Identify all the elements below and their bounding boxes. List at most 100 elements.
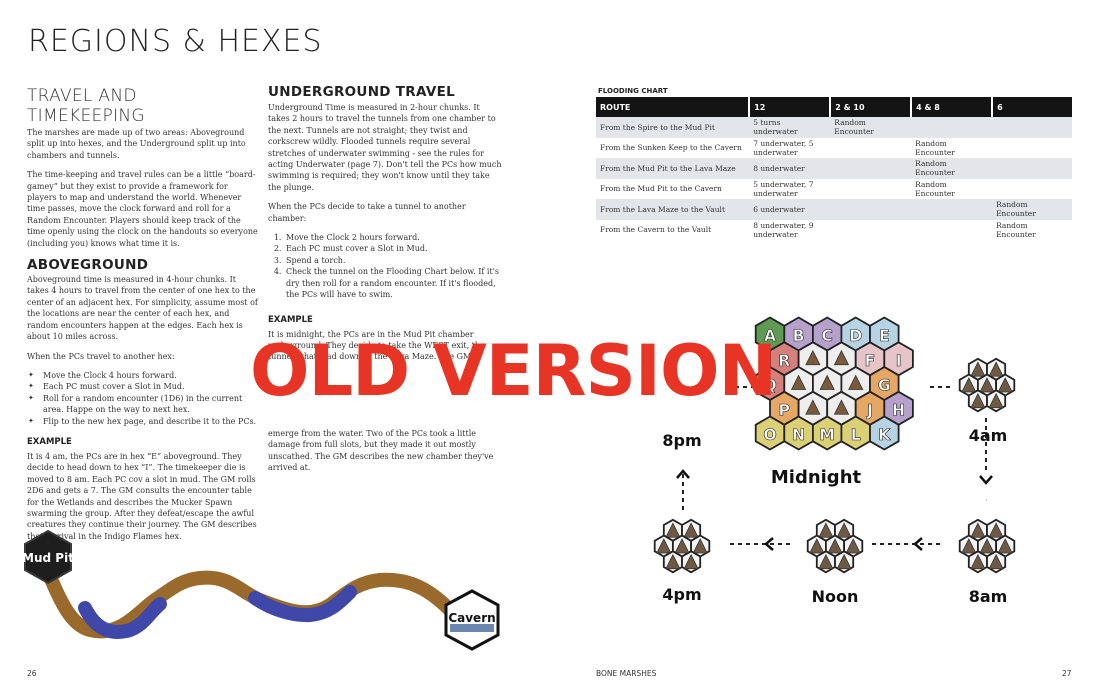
tunnel-path-dry	[38, 558, 457, 639]
chevron-left-icon	[913, 537, 923, 551]
cluster-4am	[958, 357, 1016, 413]
underground-example-paragraph-2: emerge from the water. Two of the PCs to…	[268, 429, 494, 473]
cell-4-8: Random Encounter	[915, 179, 955, 198]
cell-2-10	[830, 199, 912, 220]
travel-paragraph-1: The marshes are made up of two areas: Ab…	[27, 128, 246, 160]
page-number-left: 26	[27, 669, 37, 678]
cell-6	[992, 117, 1072, 138]
terrain-icon	[988, 553, 1004, 570]
cell-4-8: Random Encounter	[915, 138, 955, 157]
cell-route: From the Mud Pit to the Lava Maze	[596, 158, 750, 179]
cell-12: 7 underwater, 5 underwater	[753, 138, 814, 157]
list-item: Spend a torch.	[284, 255, 503, 266]
label-noon: Noon	[812, 587, 859, 605]
mud-pit-label: Mud Pit	[22, 551, 74, 565]
underground-list: Move the Clock 2 hours forward. Each PC …	[268, 232, 503, 300]
cell-2-10: Random Encounter	[830, 117, 912, 138]
flow-arrows	[682, 386, 987, 545]
flooding-chart-table: ROUTE 12 2 & 10 4 & 8 6 From the Spire t…	[596, 97, 1072, 240]
hex-letter: B	[793, 326, 805, 345]
hex-letter: D	[849, 326, 862, 345]
hex-letter: L	[851, 425, 861, 444]
chevron-up-icon	[676, 469, 690, 479]
mud-pit-node: Mud Pit	[22, 529, 74, 585]
terrain-icon	[683, 522, 699, 538]
column-header-6: 6	[992, 97, 1072, 117]
terrain-icon	[836, 553, 852, 570]
list-item: Flip to the new hex page, and describe i…	[28, 416, 259, 428]
terrain-icon	[997, 538, 1013, 554]
cluster-4pm	[653, 518, 711, 574]
list-item: Move the Clock 4 hours forward.	[28, 370, 259, 382]
hex-letter: H	[892, 400, 905, 419]
hex-letter: F	[865, 351, 876, 370]
cell-12: 5 underwater, 7 underwater	[753, 179, 814, 198]
aboveground-heading: ABOVEGROUND	[27, 257, 149, 274]
column-header-route: ROUTE	[596, 97, 751, 117]
label-midnight: Midnight	[771, 467, 862, 488]
terrain-icon	[683, 553, 699, 570]
tunnel-path-flooded	[248, 585, 357, 623]
aboveground-paragraph-1: Aboveground time is measured in 4-hour c…	[27, 275, 258, 342]
table-row: From the Mud Pit to the Lava Maze 8 unde…	[596, 158, 1072, 179]
cavern-label: Cavern	[448, 611, 495, 625]
cell-route: From the Lava Maze to the Vault	[596, 199, 750, 220]
cell-6	[992, 138, 1072, 159]
hex-letter: G	[878, 376, 891, 395]
terrain-icon	[988, 522, 1004, 538]
label-4pm: 4pm	[662, 585, 701, 604]
column-header-2-10: 2 & 10	[830, 97, 913, 117]
terrain-icon	[997, 377, 1013, 393]
cell-2-10	[830, 138, 911, 159]
cell-2-10	[830, 158, 912, 179]
cluster-noon	[806, 518, 864, 574]
hex-letter: M	[819, 425, 835, 444]
terrain-icon	[665, 522, 681, 538]
cell-4-8	[911, 117, 993, 138]
terrain-icon	[809, 538, 825, 554]
terrain-icon	[819, 374, 835, 390]
terrain-icon	[970, 392, 986, 409]
hex-letter: Q	[763, 376, 776, 395]
travel-heading: TRAVEL AND TIMEKEEPING	[27, 86, 145, 126]
tunnel-path-flooded	[78, 597, 167, 639]
terrain-icon	[979, 377, 995, 393]
underground-heading: UNDERGROUND TRAVEL	[268, 84, 456, 100]
tunnel-map: Mud Pit Cavern	[22, 529, 500, 651]
table-row: From the Spire to the Mud Pit 5 turns un…	[596, 117, 1072, 138]
table-row: From the Lava Maze to the Vault 6 underw…	[596, 199, 1072, 220]
cell-6	[992, 179, 1072, 200]
hex-letter: P	[779, 400, 790, 419]
table-header-row: ROUTE 12 2 & 10 4 & 8 6	[596, 97, 1072, 117]
flooding-chart-title: FLOODING CHART	[598, 87, 668, 95]
list-item: Move the Clock 2 hours forward.	[284, 232, 503, 243]
arrow-heads	[676, 469, 993, 551]
hex-letter: I	[896, 351, 902, 370]
middle-column: UNDERGROUND TRAVEL Underground Time is m…	[268, 84, 503, 363]
hex-letter: N	[792, 425, 805, 444]
terrain-icon	[988, 392, 1004, 409]
column-header-12: 12	[749, 97, 832, 117]
time-hex-clusters	[653, 357, 1016, 574]
list-item: Check the tunnel on the Flooding Chart b…	[284, 266, 503, 300]
terrain-icon	[656, 538, 672, 554]
terrain-icon	[674, 538, 690, 554]
list-item: Each PC must cover a Slot in Mud.	[28, 381, 259, 393]
cell-4-8	[911, 199, 993, 220]
chevron-left-icon	[764, 537, 774, 551]
terrain-icon	[845, 538, 861, 554]
underground-paragraph-1: Underground Time is measured in 2-hour c…	[268, 103, 502, 192]
terrain-icon	[970, 522, 986, 538]
terrain-icon	[805, 349, 821, 366]
cell-12: 8 underwater, 9 underwater	[753, 220, 814, 239]
cell-route: From the Spire to the Mud Pit	[596, 117, 750, 138]
hex-letter: E	[879, 326, 890, 345]
label-8pm: 8pm	[662, 431, 701, 450]
old-version-overlay: OLD VERSION	[250, 330, 777, 412]
column-header-4-8: 4 & 8	[911, 97, 994, 117]
underground-example-heading: EXAMPLE	[268, 314, 313, 325]
cell-12: 8 underwater	[749, 158, 831, 179]
cluster-8am	[958, 518, 1016, 574]
